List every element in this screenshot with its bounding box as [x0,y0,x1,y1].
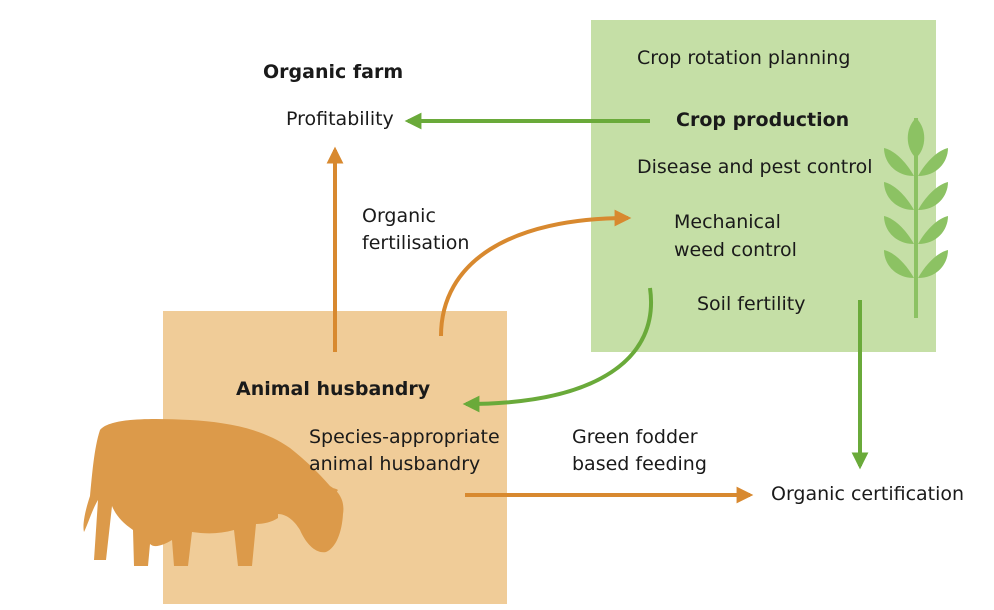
crop-rotation-label: Crop rotation planning [637,47,851,69]
animal-husbandry-title: Animal husbandry [236,378,431,400]
wheat-icon [884,118,948,318]
organic-fertilisation-label-2: fertilisation [362,232,470,254]
crop-production-title: Crop production [676,109,850,131]
green-fodder-label-2: based feeding [572,453,707,475]
soil-fertility-label: Soil fertility [697,293,806,315]
organic-fertilisation-label-1: Organic [362,205,436,227]
organic-farm-title: Organic farm [263,61,404,83]
arrow-organic-fertilisation [439,209,632,337]
disease-pest-label: Disease and pest control [637,156,873,178]
mechanical-weed-label-2: weed control [674,239,797,261]
mechanical-weed-label-1: Mechanical [674,211,781,233]
crop-production-box [591,20,936,352]
organic-certification-label: Organic certification [771,483,965,505]
green-fodder-label-1: Green fodder [572,426,698,448]
species-appropriate-label-1: Species-appropriate [309,426,500,448]
species-appropriate-label-2: animal husbandry [309,453,481,475]
profitability-label: Profitability [286,108,394,130]
cow-icon [83,419,344,566]
arrow-crop-to-animal-husbandry [462,287,654,413]
